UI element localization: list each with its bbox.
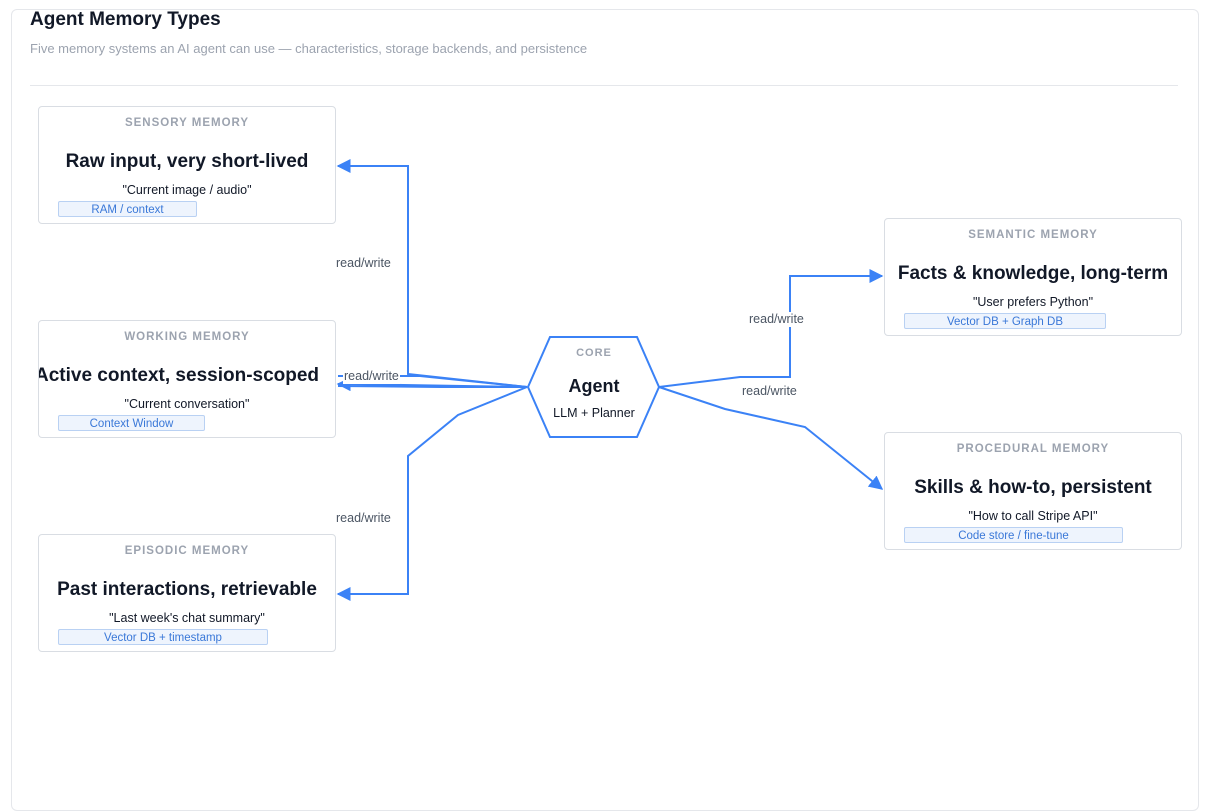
card-example: "How to call Stripe API"	[968, 509, 1098, 523]
episodic-memory-card[interactable]: EPISODIC MEMORY Past interactions, retri…	[38, 534, 336, 652]
card-headline: Raw input, very short-lived	[65, 151, 309, 172]
storage-badge: Code store / fine-tune	[904, 527, 1123, 543]
header-divider	[30, 85, 1178, 86]
card-headline: Skills & how-to, persistent	[914, 477, 1152, 498]
core-name: Agent	[568, 376, 620, 396]
card-kind: WORKING MEMORY	[124, 331, 250, 343]
edge-label-working: read/write	[343, 369, 400, 384]
edge-semantic	[658, 269, 884, 388]
page-subtitle: Five memory systems an AI agent can use …	[30, 41, 588, 56]
card-headline: Active context, session-scoped	[38, 365, 320, 386]
edge-working-3	[337, 385, 527, 388]
card-example: "User prefers Python"	[972, 295, 1094, 309]
storage-badge: RAM / context	[58, 201, 197, 217]
edge-procedural	[658, 386, 884, 490]
card-kind: SENSORY MEMORY	[124, 117, 250, 129]
card-example: "Current image / audio"	[122, 183, 252, 197]
edge-label-semantic: read/write	[748, 312, 805, 327]
edge-label-episodic: read/write	[335, 511, 392, 526]
storage-badge: Vector DB + timestamp	[58, 629, 268, 645]
edge-sensory	[336, 159, 528, 388]
edge-label-sensory: read/write	[335, 256, 392, 271]
core-kind-label: CORE	[576, 347, 612, 359]
page-title: Agent Memory Types	[30, 9, 221, 30]
card-kind: SEMANTIC MEMORY	[968, 229, 1098, 241]
agent-core-hexagon	[526, 336, 661, 438]
sensory-memory-card[interactable]: SENSORY MEMORY Raw input, very short-liv…	[38, 106, 336, 224]
card-kind: PROCEDURAL MEMORY	[956, 443, 1110, 455]
card-headline: Facts & knowledge, long-term	[897, 263, 1169, 284]
core-subtitle: LLM + Planner	[553, 406, 635, 420]
connector-layer	[336, 159, 884, 601]
edge-episodic	[336, 386, 528, 601]
storage-badge: Context Window	[58, 415, 205, 431]
card-kind: EPISODIC MEMORY	[124, 545, 250, 557]
procedural-memory-card[interactable]: PROCEDURAL MEMORY Skills & how-to, persi…	[884, 432, 1182, 550]
card-example: "Last week's chat summary"	[109, 611, 265, 625]
storage-badge: Vector DB + Graph DB	[904, 313, 1106, 329]
card-headline: Past interactions, retrievable	[57, 579, 317, 600]
edge-label-procedural: read/write	[741, 384, 798, 399]
card-example: "Current conversation"	[124, 397, 250, 411]
working-memory-card[interactable]: WORKING MEMORY Active context, session-s…	[38, 320, 336, 438]
semantic-memory-card[interactable]: SEMANTIC MEMORY Facts & knowledge, long-…	[884, 218, 1182, 336]
